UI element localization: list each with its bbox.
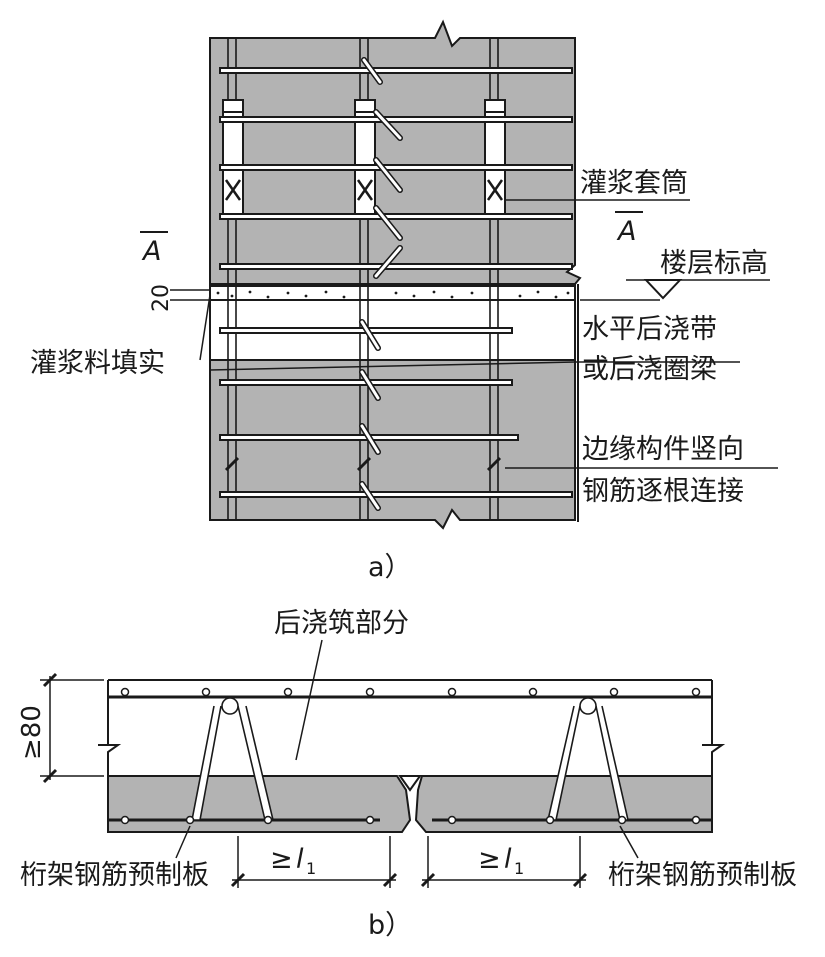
label-floor-elevation: 楼层标高 <box>660 248 768 279</box>
bottom-bar-dots <box>120 815 701 825</box>
label-section-mark-left: A <box>141 236 161 267</box>
label-lap-left-sub: 1 <box>306 859 316 878</box>
label-lap-left-ge: ≥ <box>270 844 293 875</box>
label-cast-in-place: 后浇筑部分 <box>274 608 409 639</box>
label-grout-fill: 灌浆料填实 <box>30 348 165 379</box>
label-lap-left-l: l <box>296 844 304 875</box>
caption-b: b） <box>368 910 412 941</box>
elevation-marker <box>643 279 683 300</box>
connection-ticks <box>224 456 502 472</box>
top-bar-dots <box>120 687 701 697</box>
grout-joint <box>209 285 576 301</box>
label-horizontal-band-2: 或后浇圈梁 <box>582 354 717 385</box>
label-horizontal-band-1: 水平后浇带 <box>582 314 717 345</box>
leader-lines-a <box>170 199 778 469</box>
slab-assembly <box>98 679 726 833</box>
caption-a: a） <box>368 552 412 583</box>
label-joint-dim: 20 <box>149 284 174 312</box>
precast-slab-left <box>107 775 412 833</box>
grout-sleeves <box>222 99 506 216</box>
grout-speckle <box>216 290 570 299</box>
label-thickness: ≥80 <box>17 705 47 760</box>
label-truss-slab-right: 桁架钢筋预制板 <box>608 860 797 891</box>
label-edge-member-2: 钢筋逐根连接 <box>582 476 744 507</box>
label-edge-member-1: 边缘构件竖向 <box>582 434 744 465</box>
label-grout-sleeve: 灌浆套筒 <box>580 168 688 199</box>
dimension-lines-b <box>40 639 639 888</box>
v-joint <box>398 775 422 792</box>
lower-wall-panel <box>209 359 576 530</box>
label-lap-right-sub: 1 <box>514 859 524 878</box>
label-section-mark-right: A <box>616 216 636 247</box>
upper-wall-panel <box>209 19 582 285</box>
label-truss-slab-left: 桁架钢筋预制板 <box>20 860 209 891</box>
label-lap-right-ge: ≥ <box>478 844 501 875</box>
label-lap-right-l: l <box>504 844 512 875</box>
